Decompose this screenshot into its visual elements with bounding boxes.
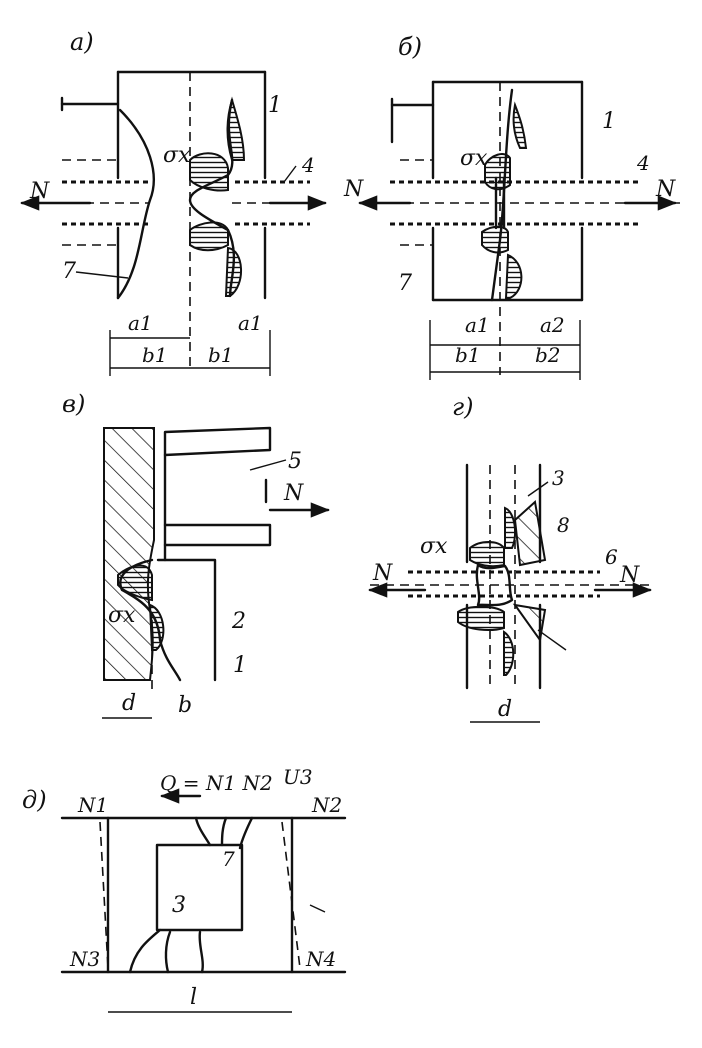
n4-label: N4 bbox=[305, 947, 336, 971]
crack bbox=[194, 816, 212, 847]
panel-d-label: г) bbox=[452, 393, 474, 421]
crack bbox=[164, 930, 172, 974]
force-label-N-left: N bbox=[343, 177, 364, 202]
panel-a-label: а) bbox=[70, 28, 94, 56]
force-label-N: N bbox=[283, 481, 304, 506]
n2-label: N2 bbox=[311, 793, 342, 817]
dim-a1-right: a1 bbox=[238, 311, 263, 335]
n3-label: N3 bbox=[69, 947, 100, 971]
num-1: 1 bbox=[602, 109, 616, 134]
deformed-right bbox=[281, 821, 301, 969]
num-1: 1 bbox=[233, 653, 247, 678]
force-label-N: N bbox=[29, 179, 50, 204]
num-5: 5 bbox=[288, 449, 302, 474]
slab-5-top bbox=[163, 426, 272, 457]
sigma-label: σx bbox=[460, 146, 488, 171]
hatched-wedge-bottom bbox=[512, 603, 547, 643]
leader-7 bbox=[309, 904, 326, 913]
opening-3 bbox=[155, 843, 244, 932]
num-1: 1 bbox=[268, 93, 282, 118]
crack bbox=[220, 816, 228, 847]
shear-label: Q = N1 N2 bbox=[160, 771, 273, 795]
num-7: 7 bbox=[222, 847, 235, 871]
hatched-wedge-top bbox=[513, 500, 547, 567]
dim-a2: a2 bbox=[540, 313, 565, 337]
stress-curve bbox=[490, 88, 514, 302]
u3-label: U3 bbox=[283, 765, 313, 789]
stress-lobe-top bbox=[504, 506, 517, 549]
dim-b2: b2 bbox=[535, 343, 561, 367]
crack bbox=[198, 930, 204, 974]
panel-d: г) 3 8 6 σx N N d bbox=[368, 393, 652, 723]
slab-5-bottom bbox=[163, 523, 272, 547]
stress-lobe-lower bbox=[457, 605, 505, 631]
crack bbox=[238, 816, 254, 850]
num-4: 4 bbox=[301, 153, 315, 177]
panel-c: в) 5 N σx 2 1 d b bbox=[62, 390, 330, 719]
stress-lobe-lower bbox=[481, 225, 509, 254]
dim-b1-right: b1 bbox=[208, 343, 234, 367]
num-3: 3 bbox=[172, 893, 186, 918]
panel-a: а) 1 4 N 7 σx bbox=[20, 28, 327, 376]
num-8: 8 bbox=[557, 513, 570, 537]
panel-e: д) Q = N1 N2 U3 N1 N2 N3 N4 7 3 l bbox=[22, 765, 347, 1013]
n1-label: N1 bbox=[77, 793, 108, 817]
stress-lobe-bottom bbox=[503, 630, 515, 676]
panel-b-label: б) bbox=[398, 33, 422, 61]
num-3: 3 bbox=[552, 466, 565, 490]
stress-lobe-bottom bbox=[504, 253, 523, 299]
dim-b1-left: b1 bbox=[142, 343, 168, 367]
leader bbox=[537, 629, 567, 651]
sigma-label: σx bbox=[163, 143, 191, 168]
stress-curve-left bbox=[116, 108, 155, 300]
num-4: 4 bbox=[636, 151, 650, 175]
num-2: 2 bbox=[231, 609, 246, 634]
hatched-column bbox=[103, 427, 155, 681]
dim-a1: a1 bbox=[465, 313, 490, 337]
force-label-N-left: N bbox=[372, 561, 393, 586]
dim-b1: b1 bbox=[455, 343, 481, 367]
stress-curve bbox=[119, 558, 182, 682]
leader-4 bbox=[283, 165, 297, 183]
dim-d: d bbox=[498, 697, 512, 722]
panel-b: б) 1 4 N N 7 σx a1 a2 b1 bbox=[343, 33, 680, 380]
dim-l: l bbox=[190, 985, 197, 1010]
stress-lobe-lower bbox=[189, 221, 229, 252]
panel-c-label: в) bbox=[62, 390, 85, 418]
force-label-N-right: N bbox=[619, 563, 640, 588]
deformed-left bbox=[99, 821, 109, 969]
force-label-N-right: N bbox=[655, 177, 676, 202]
joint-concrete bbox=[475, 563, 514, 607]
stress-lobe-upper bbox=[484, 153, 511, 191]
leader-5 bbox=[249, 459, 287, 471]
num-7: 7 bbox=[398, 271, 412, 296]
dim-b: b bbox=[178, 693, 192, 718]
stress-lobe-upper bbox=[189, 152, 229, 192]
dim-a1-left: a1 bbox=[128, 311, 153, 335]
leader-3 bbox=[527, 481, 549, 497]
dim-d: d bbox=[122, 691, 136, 716]
num-7: 7 bbox=[62, 259, 76, 284]
lower-wall-outline bbox=[156, 558, 217, 682]
stress-curve-right bbox=[188, 98, 236, 298]
stress-lobe-top bbox=[512, 101, 528, 149]
sigma-label: σx bbox=[420, 534, 448, 559]
crack bbox=[128, 928, 162, 974]
panel-e-label: д) bbox=[22, 786, 47, 814]
stress-lobe-upper bbox=[469, 541, 505, 568]
leader-7 bbox=[75, 271, 129, 279]
num-6: 6 bbox=[605, 545, 618, 569]
sigma-label: σx bbox=[108, 603, 136, 628]
